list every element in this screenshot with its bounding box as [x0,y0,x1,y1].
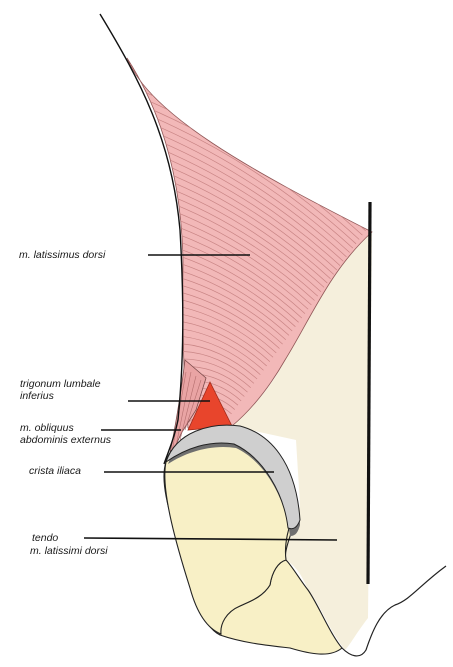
label-trigonum-line2: inferius [20,390,54,402]
label-tendo-line2: m. latissimi dorsi [30,545,108,557]
label-obliquus-line2: abdominis externus [20,434,111,446]
label-crista-iliaca: crista iliaca [29,465,81,477]
label-obliquus-line1: m. obliquus [20,422,74,434]
label-trigonum-line1: trigonum lumbale [20,378,101,390]
label-latissimus-dorsi: m. latissimus dorsi [19,249,105,261]
label-tendo-line1: tendo [32,532,58,544]
vertebral-midline [368,202,370,584]
